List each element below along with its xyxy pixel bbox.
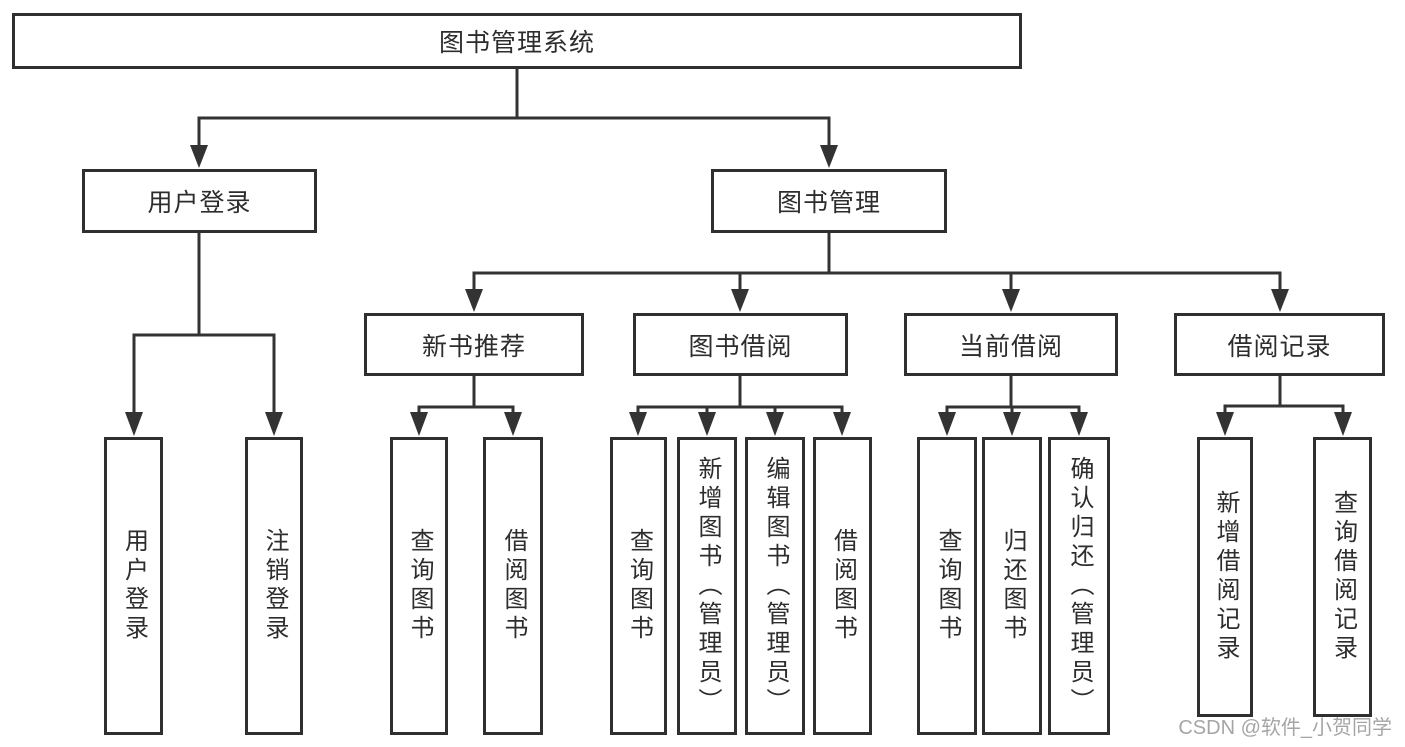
node-current-borrow: 当前借阅	[904, 313, 1118, 376]
leaf-br-add-record: 新增借阅记录	[1197, 437, 1253, 717]
node-book-borrow: 图书借阅	[633, 313, 848, 376]
leaf-bb-add-books-admin: 新增图书（管理员）	[677, 437, 737, 735]
leaf-bb-add-books-admin-label: 新增图书（管理员）	[694, 455, 721, 717]
connector-root-split	[190, 67, 838, 168]
leaf-cb-confirm-return-admin-label: 确认归还（管理员）	[1066, 455, 1093, 717]
node-borrow-records-label: 借阅记录	[1227, 332, 1332, 361]
leaf-br-query-record: 查询借阅记录	[1313, 437, 1372, 717]
leaf-logout: 注销登录	[245, 437, 303, 735]
connector-book-borrow-split	[629, 374, 851, 436]
node-current-borrow-label: 当前借阅	[958, 332, 1063, 361]
node-book-management: 图书管理	[711, 169, 947, 233]
node-user-login: 用户登录	[82, 169, 317, 233]
node-new-book-recommend-label: 新书推荐	[421, 332, 526, 361]
leaf-bb-borrow-books-label: 借阅图书	[829, 528, 857, 644]
connector-user-login-split	[125, 231, 283, 436]
node-new-book-recommend: 新书推荐	[364, 313, 584, 376]
leaf-user-login-label: 用户登录	[120, 528, 148, 644]
leaf-nb-borrow-books-label: 借阅图书	[500, 528, 527, 644]
leaf-br-add-record-label: 新增借阅记录	[1212, 490, 1239, 664]
leaf-bb-edit-books-admin-label: 编辑图书（管理员）	[762, 455, 789, 717]
leaf-nb-borrow-books: 借阅图书	[483, 437, 543, 735]
leaf-cb-confirm-return-admin: 确认归还（管理员）	[1048, 437, 1110, 735]
connector-borrow-records-split	[1216, 374, 1352, 436]
leaf-bb-query-books: 查询图书	[610, 437, 667, 735]
connector-current-borrow-split	[938, 374, 1088, 436]
node-book-management-label: 图书管理	[776, 189, 881, 217]
leaf-cb-return-books-label: 归还图书	[999, 528, 1026, 644]
leaf-nb-query-books: 查询图书	[390, 437, 448, 735]
node-user-login-label: 用户登录	[147, 189, 252, 217]
leaf-cb-return-books: 归还图书	[982, 437, 1042, 735]
leaf-cb-query-books-label: 查询图书	[934, 528, 961, 644]
node-borrow-records: 借阅记录	[1174, 313, 1385, 376]
leaf-br-query-record-label: 查询借阅记录	[1329, 490, 1357, 664]
leaf-logout-label: 注销登录	[261, 528, 288, 644]
node-book-borrow-label: 图书借阅	[688, 332, 793, 361]
leaf-bb-edit-books-admin: 编辑图书（管理员）	[745, 437, 805, 735]
node-root-label: 图书管理系统	[438, 29, 595, 57]
node-root: 图书管理系统	[12, 13, 1022, 69]
leaf-user-login: 用户登录	[104, 437, 163, 735]
connector-book-management-split	[465, 231, 1289, 312]
leaf-nb-query-books-label: 查询图书	[406, 528, 433, 644]
leaf-bb-borrow-books: 借阅图书	[813, 437, 872, 735]
connector-new-books-split	[410, 374, 522, 436]
watermark: CSDN @软件_小贺同学	[1178, 717, 1392, 739]
leaf-cb-query-books: 查询图书	[917, 437, 977, 735]
leaf-bb-query-books-label: 查询图书	[625, 528, 653, 644]
